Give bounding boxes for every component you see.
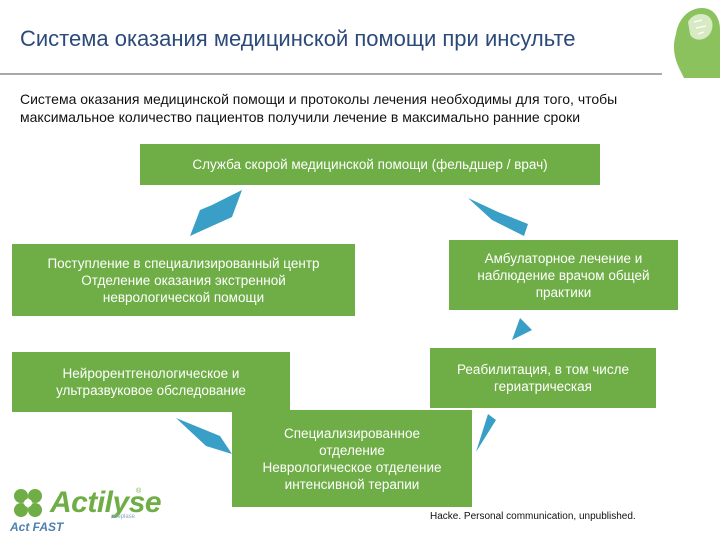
dept-line-1: Специализированное: [284, 425, 420, 442]
amb-line-3: практики: [536, 284, 592, 301]
brand-tagline: Act FAST: [10, 520, 63, 534]
arrow-ems-to-amb: [468, 198, 528, 236]
amb-line-1: Амбулаторное лечение и: [485, 250, 643, 267]
ems-label: Служба скорой медицинской помощи (фельдш…: [192, 156, 547, 173]
center-line-1: Поступление в специализированный центр: [47, 255, 319, 272]
amb-line-2: наблюдение врачом общей: [477, 267, 649, 284]
brand-subtitle: alteplase: [111, 514, 135, 520]
specialized-department-box: Специализированное отделение Неврологиче…: [232, 410, 472, 507]
ems-box: Служба скорой медицинской помощи (фельдш…: [140, 144, 600, 185]
rehabilitation-box: Реабилитация, в том числе гериатрическая: [430, 348, 656, 408]
slide-title: Система оказания медицинской помощи при …: [20, 26, 576, 52]
arrow-rehab-to-amb: [512, 318, 532, 340]
rehab-line-2: гериатрическая: [494, 378, 592, 395]
intro-line-2: максимальное количество пациентов получи…: [20, 108, 710, 126]
ambulatory-box: Амбулаторное лечение и наблюдение врачом…: [449, 240, 678, 310]
neuroimaging-box: Нейрорентгенологическое и ультразвуковое…: [12, 352, 290, 412]
dept-line-2: отделение: [319, 442, 385, 459]
brand-registered: ®: [136, 488, 141, 495]
specialized-center-box: Поступление в специализированный центр О…: [12, 244, 355, 316]
center-line-3: неврологической помощи: [103, 289, 264, 306]
brand-mark-icon: [10, 486, 46, 520]
dept-line-3: Неврологическое отделение: [262, 459, 441, 476]
head-logo-icon: [662, 0, 720, 78]
rehab-line-1: Реабилитация, в том числе: [457, 361, 629, 378]
arrow-center-to-ems: [190, 190, 242, 236]
dept-line-4: интенсивной терапии: [285, 476, 420, 493]
center-line-2: Отделение оказания экстренной: [81, 272, 286, 289]
footnote: Hacke. Personal communication, unpublish…: [430, 511, 636, 522]
intro-line-1: Система оказания медицинской помощи и пр…: [20, 90, 710, 108]
intro-text: Система оказания медицинской помощи и пр…: [20, 90, 710, 126]
brand-name: Actilyse: [50, 486, 161, 520]
brand-logo: Actilyse ® alteplase Act FAST: [10, 484, 170, 538]
neuro-line-2: ультразвуковое обследование: [56, 382, 246, 399]
arrow-dept-to-rehab: [476, 414, 496, 452]
arrow-neuro-to-dept: [176, 418, 232, 454]
neuro-line-1: Нейрорентгенологическое и: [63, 365, 240, 382]
title-divider: [0, 73, 662, 75]
